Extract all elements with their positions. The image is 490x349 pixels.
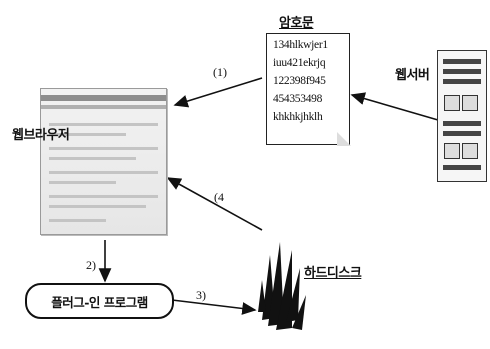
web-browser-screenshot <box>40 88 167 235</box>
step-2-number: 2 <box>86 258 92 272</box>
document-line: khkhkjhklh <box>273 110 322 124</box>
plugin-program-box: 플러그-인 프로그램 <box>25 283 174 319</box>
arrow-server-to-doc <box>352 95 438 120</box>
step-3: 3) <box>196 288 206 303</box>
step-3-number: 3 <box>196 288 202 302</box>
web-browser-label: 웹브라우저 <box>12 124 69 143</box>
arrow-3 <box>172 300 255 310</box>
step-4-number: 4 <box>218 190 224 204</box>
web-server-label: 웹서버 <box>395 64 429 83</box>
step-4: (4 <box>214 190 224 205</box>
document-line: 454353498 <box>273 92 322 106</box>
document-line: iuu421ekrjq <box>273 56 325 70</box>
step-1-number: 1 <box>217 65 223 79</box>
document-icon: 134hlkwjer1 iuu421ekrjq 122398f945 45435… <box>266 33 350 145</box>
plugin-program-label: 플러그-인 프로그램 <box>51 292 148 311</box>
document-line: 122398f945 <box>273 74 326 88</box>
server-icon <box>437 50 487 182</box>
document-line: 134hlkwjer1 <box>273 38 328 52</box>
hard-disk-label: 하드디스크 <box>304 262 361 281</box>
ciphertext-label: 암호문 <box>279 12 313 31</box>
hard-disk-shards-icon <box>258 242 306 330</box>
step-2: 2) <box>86 258 96 273</box>
step-1: (1) <box>213 65 227 80</box>
arrow-1 <box>175 78 262 105</box>
